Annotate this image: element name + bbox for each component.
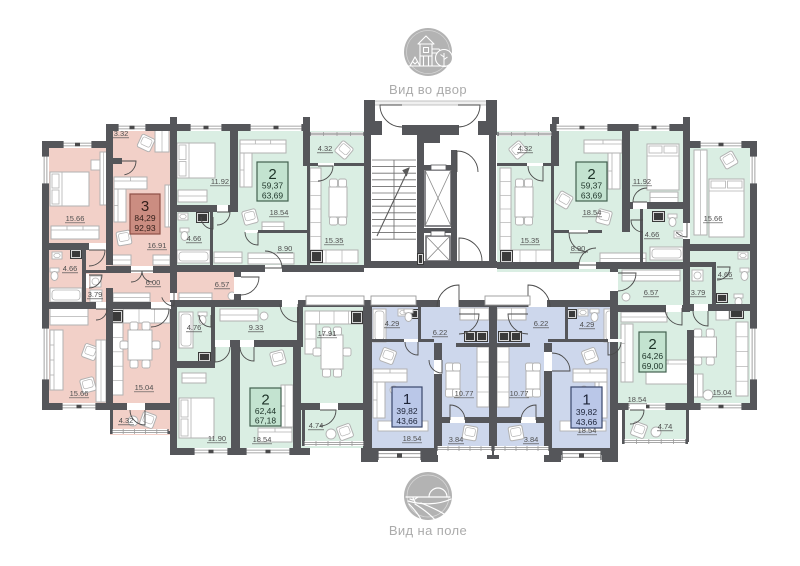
- svg-text:63,69: 63,69: [262, 190, 284, 200]
- svg-text:8.90: 8.90: [278, 244, 293, 253]
- svg-text:2: 2: [268, 166, 276, 183]
- svg-text:10.77: 10.77: [510, 389, 529, 398]
- svg-text:15.04: 15.04: [713, 388, 732, 397]
- svg-text:3.79: 3.79: [88, 290, 103, 299]
- svg-text:59,37: 59,37: [262, 181, 284, 191]
- svg-text:18.54: 18.54: [628, 395, 647, 404]
- svg-text:Вид во двор: Вид во двор: [389, 82, 467, 97]
- svg-text:18.54: 18.54: [583, 208, 602, 217]
- svg-text:11.92: 11.92: [633, 177, 651, 186]
- svg-text:92,93: 92,93: [134, 223, 156, 233]
- svg-text:8.90: 8.90: [571, 244, 586, 253]
- svg-text:10.77: 10.77: [455, 389, 474, 398]
- svg-text:6.57: 6.57: [644, 288, 659, 297]
- svg-text:43,66: 43,66: [396, 416, 418, 426]
- svg-text:2: 2: [648, 336, 656, 353]
- svg-text:4.66: 4.66: [718, 270, 733, 279]
- svg-text:6.57: 6.57: [215, 280, 230, 289]
- svg-text:3.32: 3.32: [114, 129, 129, 138]
- svg-text:Вид на поле: Вид на поле: [389, 523, 467, 538]
- svg-text:4.74: 4.74: [658, 422, 673, 431]
- svg-text:15.66: 15.66: [704, 214, 723, 223]
- svg-text:4.66: 4.66: [645, 230, 660, 239]
- svg-text:18.54: 18.54: [270, 208, 289, 217]
- svg-text:15.35: 15.35: [521, 236, 540, 245]
- svg-text:2: 2: [587, 166, 595, 183]
- svg-text:16.91: 16.91: [148, 241, 167, 250]
- svg-text:4.32: 4.32: [518, 144, 533, 153]
- svg-text:15.66: 15.66: [66, 214, 85, 223]
- svg-text:11.92: 11.92: [211, 177, 229, 186]
- svg-text:15.66: 15.66: [70, 389, 89, 398]
- svg-text:9.33: 9.33: [249, 323, 264, 332]
- svg-text:1: 1: [403, 391, 411, 408]
- svg-text:4.32: 4.32: [119, 416, 134, 425]
- svg-text:2: 2: [261, 391, 269, 408]
- svg-text:62,44: 62,44: [255, 406, 277, 416]
- svg-text:6.00: 6.00: [146, 278, 161, 287]
- svg-text:4.66: 4.66: [63, 264, 78, 273]
- svg-text:59,37: 59,37: [581, 181, 603, 191]
- svg-text:15.04: 15.04: [135, 383, 154, 392]
- svg-text:18.54: 18.54: [403, 434, 422, 443]
- svg-text:69,00: 69,00: [642, 361, 664, 371]
- svg-text:3.84: 3.84: [524, 435, 539, 444]
- svg-text:6.22: 6.22: [534, 319, 549, 328]
- svg-text:11.90: 11.90: [208, 434, 226, 443]
- svg-text:18.54: 18.54: [578, 426, 597, 435]
- svg-text:84,29: 84,29: [134, 213, 156, 223]
- svg-text:1: 1: [582, 392, 590, 409]
- svg-text:17.91: 17.91: [318, 329, 337, 338]
- svg-text:39,82: 39,82: [396, 406, 418, 416]
- svg-text:63,69: 63,69: [581, 190, 603, 200]
- svg-text:3.84: 3.84: [449, 435, 464, 444]
- svg-text:67,18: 67,18: [255, 415, 277, 425]
- svg-text:3: 3: [141, 198, 149, 215]
- svg-text:18.54: 18.54: [253, 435, 272, 444]
- svg-text:64,26: 64,26: [642, 351, 664, 361]
- svg-text:15.35: 15.35: [325, 236, 344, 245]
- svg-text:4.66: 4.66: [187, 234, 202, 243]
- svg-text:43,66: 43,66: [576, 417, 598, 427]
- svg-text:4.74: 4.74: [309, 421, 324, 430]
- svg-text:3.79: 3.79: [691, 288, 706, 297]
- svg-text:4.29: 4.29: [385, 319, 400, 328]
- svg-text:4.76: 4.76: [187, 323, 202, 332]
- svg-text:39,82: 39,82: [576, 407, 598, 417]
- svg-text:6.22: 6.22: [433, 328, 448, 337]
- svg-text:4.32: 4.32: [318, 144, 333, 153]
- svg-text:4.29: 4.29: [580, 320, 595, 329]
